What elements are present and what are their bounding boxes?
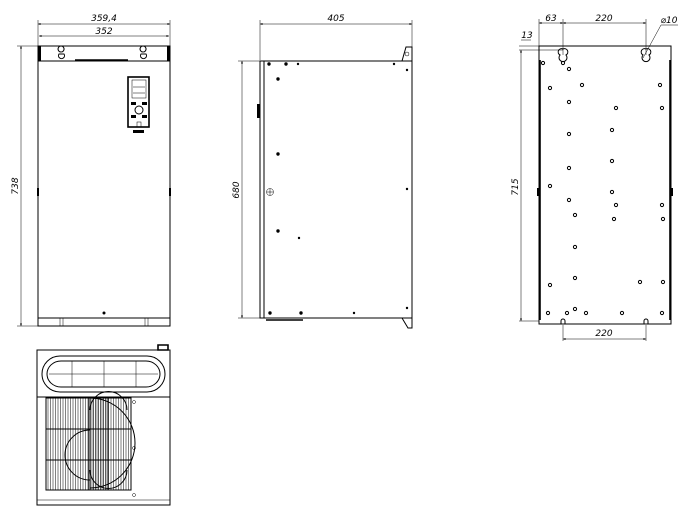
- hole-icon: [659, 202, 665, 208]
- hole-icon: [547, 85, 553, 91]
- dimension-edge-offset: 63: [545, 14, 557, 24]
- dimension-height: 738: [11, 177, 21, 194]
- hole-icon: [560, 60, 566, 66]
- keypad: [127, 76, 150, 133]
- dimension-back-height: 715: [511, 178, 521, 195]
- back-plate: [538, 45, 672, 325]
- back-plate-holes: [540, 60, 666, 316]
- hole-icon: [566, 165, 572, 171]
- dimension-width-inner: 352: [95, 27, 112, 37]
- hole-icon: [572, 275, 578, 281]
- mounting-hole-icon: [640, 48, 652, 63]
- bottom-view: [36, 344, 171, 506]
- hole-icon: [609, 189, 615, 195]
- hole-icon: [609, 158, 615, 164]
- dimension-width-outer: 359,4: [91, 14, 117, 24]
- hole-icon: [566, 66, 572, 72]
- hole-icon: [540, 60, 546, 66]
- hole-icon: [547, 183, 553, 189]
- dimension-top-offset: 13: [521, 31, 533, 41]
- mounting-hole-left-icon: [57, 45, 65, 60]
- dimension-depth: 405: [327, 14, 344, 24]
- hole-icon: [660, 279, 666, 285]
- dimension-hole-spacing-top: 220: [595, 14, 612, 24]
- dimension-hole-diameter: ⌀10: [661, 16, 678, 26]
- hole-icon: [572, 306, 578, 312]
- fan-grille: [45, 397, 132, 491]
- hole-icon: [545, 310, 551, 316]
- dimension-side-height: 680: [232, 181, 242, 198]
- hole-icon: [637, 279, 643, 285]
- hole-icon: [611, 216, 617, 222]
- hole-icon: [583, 310, 589, 316]
- hole-icon: [609, 127, 615, 133]
- hole-icon: [572, 244, 578, 250]
- front-enclosure: [37, 45, 171, 327]
- hole-icon: [619, 310, 625, 316]
- hole-icon: [659, 310, 665, 316]
- side-enclosure: [263, 60, 413, 319]
- hole-icon: [659, 105, 665, 111]
- dimension-hole-spacing-bottom: 220: [595, 329, 612, 339]
- hole-icon: [566, 131, 572, 137]
- back-view: 63 220 ⌀10 13 715 220: [511, 14, 678, 341]
- hole-icon: [613, 202, 619, 208]
- hole-icon: [566, 99, 572, 105]
- hole-icon: [613, 105, 619, 111]
- hole-icon: [657, 82, 663, 88]
- hole-icon: [547, 282, 553, 288]
- hole-icon: [566, 197, 572, 203]
- hole-icon: [572, 212, 578, 218]
- hole-icon: [579, 82, 585, 88]
- side-view: 405 680: [232, 14, 413, 329]
- hole-icon: [564, 310, 570, 316]
- front-view: 359,4 352 738: [11, 14, 171, 327]
- mounting-hole-right-icon: [139, 45, 147, 60]
- hole-icon: [660, 216, 666, 222]
